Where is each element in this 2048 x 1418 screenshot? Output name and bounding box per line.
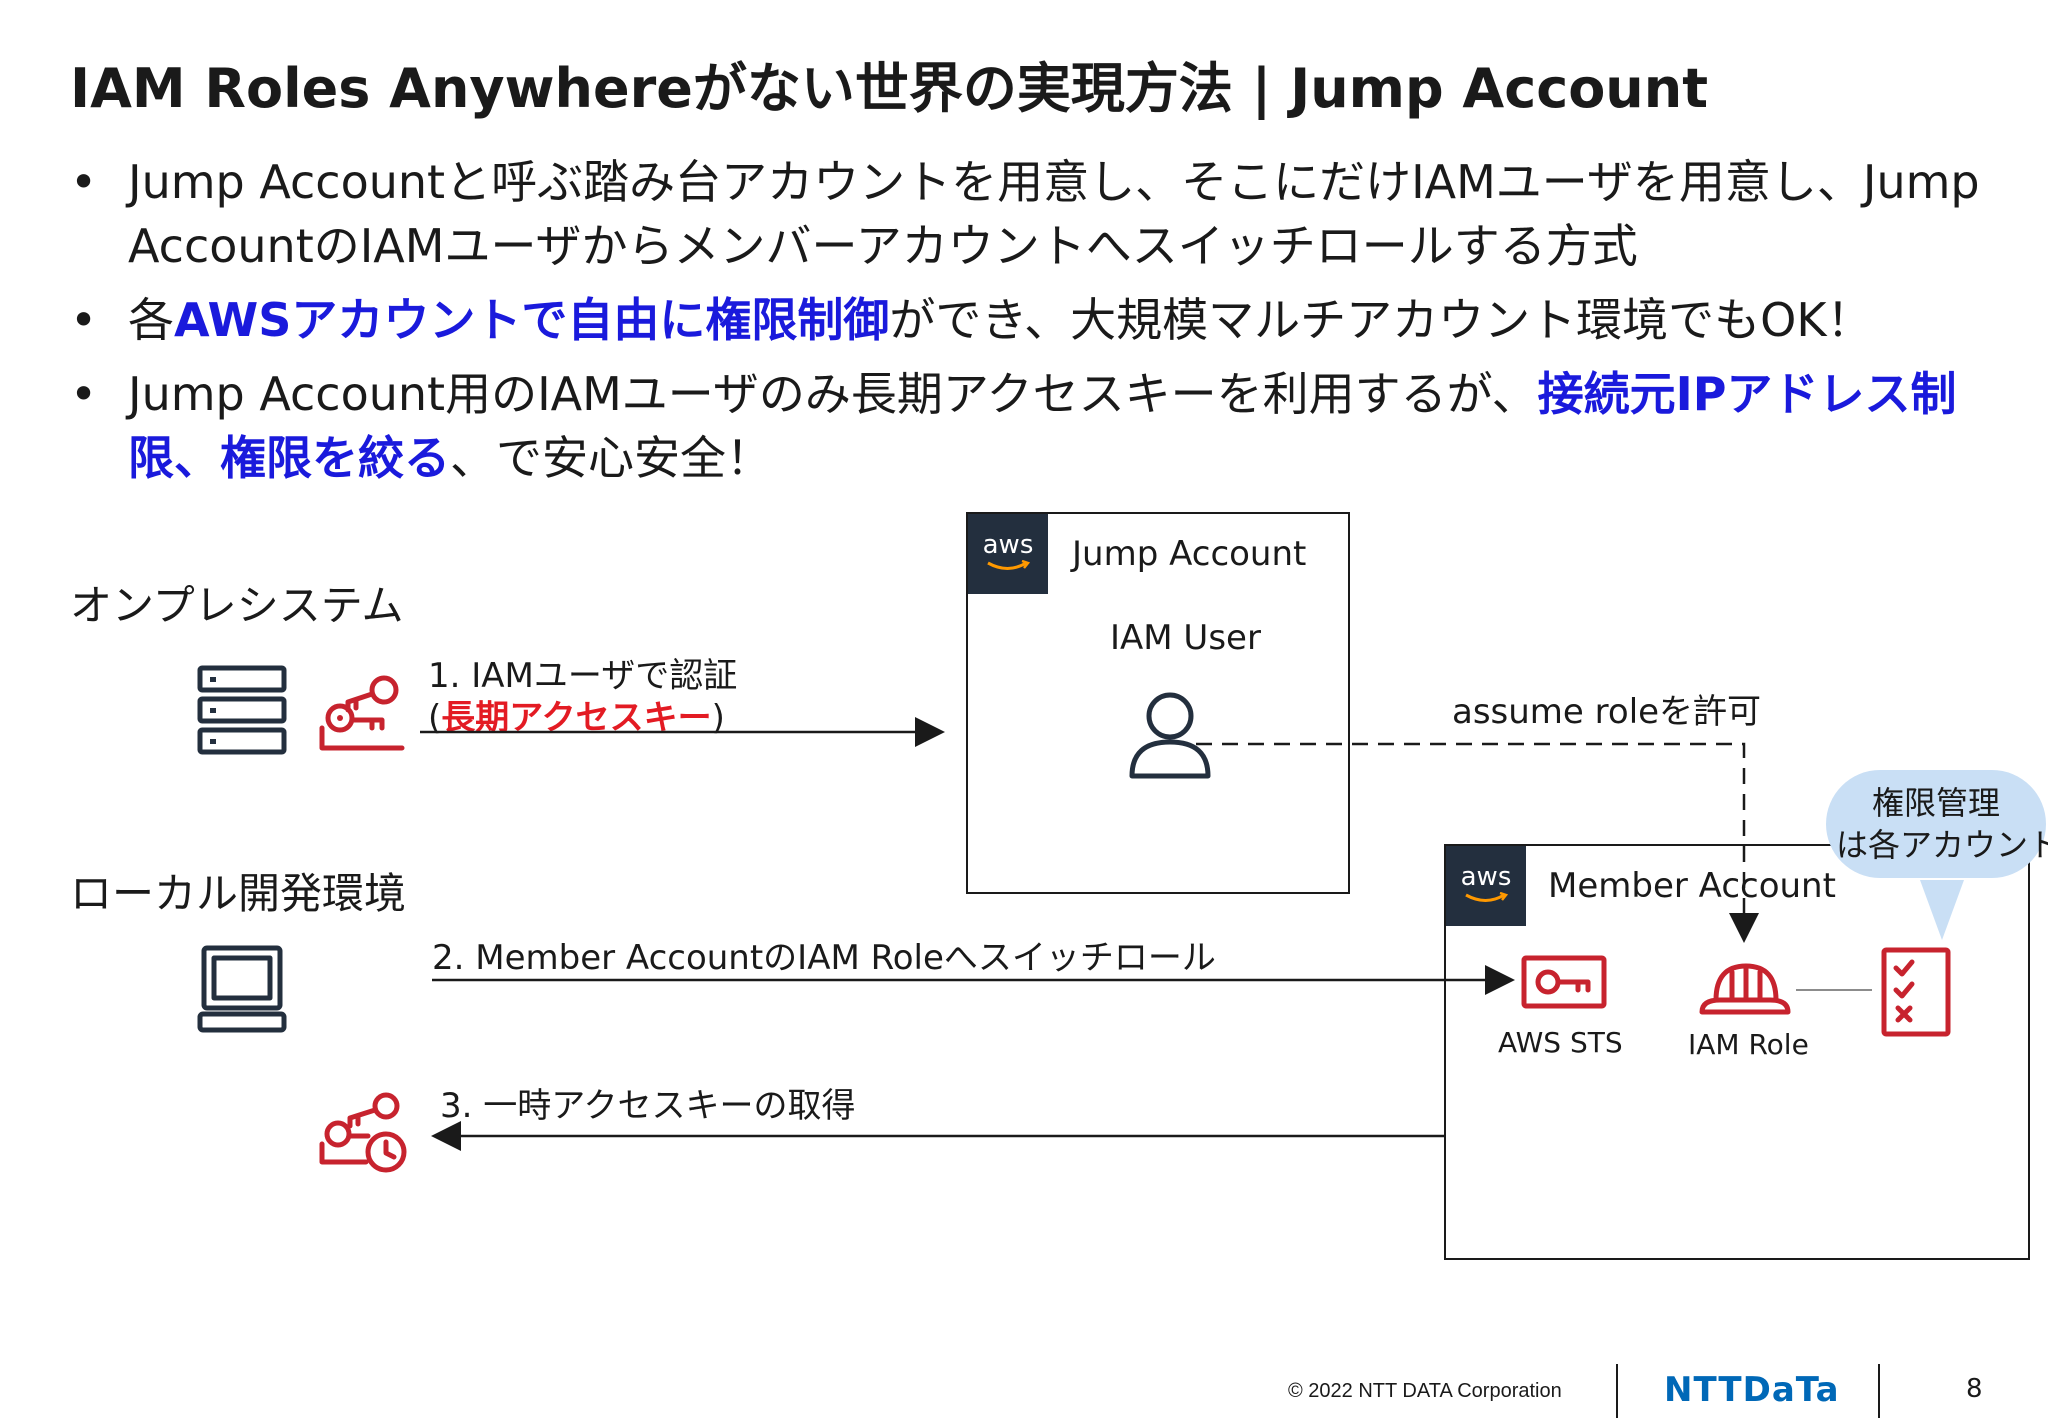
assume-role-label: assume roleを許可 <box>1452 692 1762 732</box>
page-title: IAM Roles Anywhereがない世界の実現方法 | Jump Acco… <box>70 57 1709 120</box>
step1-label: 1. IAMユーザで認証 <box>428 656 738 696</box>
aws-smile-icon <box>987 560 1030 570</box>
step2-label: 2. Member AccountのIAM Roleへスイッチロール <box>432 938 1216 978</box>
onprem-label: オンプレシステム <box>70 581 404 630</box>
bullet-text: 各 <box>128 293 174 347</box>
footer-divider-2 <box>1878 1364 1880 1418</box>
bubble-tail <box>1920 880 1964 940</box>
step1-paren-open: ( <box>428 698 442 738</box>
bullet-highlight: 接続元IPアドレス制限、権限を絞る <box>128 367 1957 485</box>
assume-role-dashed-line <box>1196 742 1759 943</box>
bullet-text: Jump Account用のIAMユーザのみ長期アクセスキーを利用するが、 <box>128 367 1538 421</box>
bullet-item: • Jump Accountと呼ぶ踏み台アカウントを用意し、そこにだけIAMユーザ… <box>70 150 2000 278</box>
bullet-text: ができ、大規模マルチアカウント環境でもOK！ <box>889 293 1873 347</box>
aws-sts-icon <box>1521 955 1607 1009</box>
step1-paren-close: ) <box>711 698 725 738</box>
ntt-data-logo: NTTDaTa <box>1664 1370 1840 1410</box>
server-icon <box>197 665 287 755</box>
bullet-list: • Jump Accountと呼ぶ踏み台アカウントを用意し、そこにだけIAMユーザ… <box>70 150 2000 500</box>
bullet-item: • Jump Account用のIAMユーザのみ長期アクセスキーを利用するが、接続… <box>70 362 2000 490</box>
bullet-marker: • <box>70 155 98 209</box>
aws-logo-text: aws <box>982 530 1034 560</box>
temporary-keys-icon <box>319 1092 407 1173</box>
bullet-marker: • <box>70 367 98 421</box>
bubble-line2: は各アカウント <box>1836 826 2048 864</box>
aws-smile-icon-member <box>1465 892 1508 902</box>
bullet-text: 、で安心安全！ <box>450 431 772 485</box>
bullet-item: • 各AWSアカウントで自由に権限制御ができ、大規模マルチアカウント環境でもOK！ <box>70 288 2000 352</box>
step3-label: 3. 一時アクセスキーの取得 <box>440 1086 856 1126</box>
bullet-marker: • <box>70 293 98 347</box>
jump-account-title: Jump Account <box>1072 534 1307 574</box>
bullet-text: Jump Accountと呼ぶ踏み台アカウントを用意し、そこにだけIAMユーザを… <box>128 155 1980 273</box>
bullet-highlight: AWSアカウントで自由に権限制御 <box>174 293 890 347</box>
iam-user-label: IAM User <box>1110 618 1261 658</box>
iam-user-icon <box>1129 692 1211 779</box>
local-dev-label: ローカル開発環境 <box>70 869 407 918</box>
aws-logo-icon: aws <box>968 514 1048 594</box>
laptop-icon <box>197 945 287 1033</box>
iam-role-label: IAM Role <box>1688 1028 1809 1061</box>
bubble-line1: 権限管理 <box>1871 784 2000 822</box>
page-number: 8 <box>1966 1374 1983 1404</box>
permission-note-bubble: 権限管理 は各アカウント <box>1826 770 2048 878</box>
aws-sts-label: AWS STS <box>1498 1026 1623 1059</box>
aws-logo-icon-member: aws <box>1446 846 1526 926</box>
copyright-text: © 2022 NTT DATA Corporation <box>1288 1380 1562 1402</box>
iam-role-icon <box>1699 963 1791 1015</box>
long-term-keys-icon <box>319 675 405 751</box>
aws-logo-text-member: aws <box>1460 862 1512 892</box>
member-account-title: Member Account <box>1548 866 1836 906</box>
checklist-icon <box>1881 947 1951 1037</box>
footer-divider-1 <box>1616 1364 1618 1418</box>
